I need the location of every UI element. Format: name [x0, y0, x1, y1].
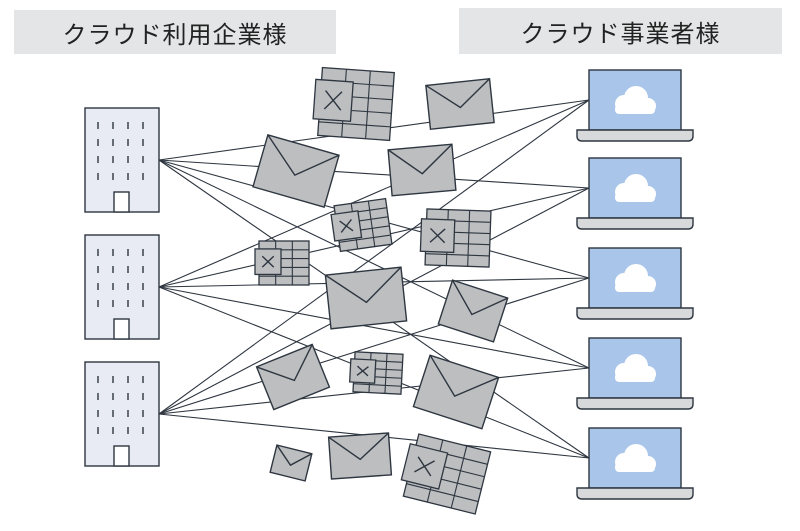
- envelope-icon: [327, 432, 393, 480]
- cloud-icon: [615, 264, 656, 292]
- envelope-icon: [324, 266, 408, 330]
- cloud-icon: [615, 354, 656, 382]
- cloud-icon: [615, 444, 656, 472]
- office-building-icon: [84, 234, 160, 340]
- floating-items-group: [252, 66, 509, 515]
- cloud-user-companies-label: クラウド利用企業様: [14, 10, 336, 54]
- laptops-group: [576, 69, 694, 500]
- laptop-cloud-icon: [576, 337, 694, 410]
- spreadsheet-error-icon: [330, 197, 393, 253]
- envelope-icon: [387, 143, 457, 197]
- spreadsheet-error-icon: [400, 433, 492, 515]
- spreadsheet-error-icon: [419, 208, 492, 268]
- buildings-group: [84, 107, 160, 467]
- envelope-icon: [425, 78, 495, 130]
- office-building-icon: [84, 361, 160, 467]
- envelope-icon: [412, 354, 500, 430]
- envelope-icon: [437, 279, 509, 343]
- spreadsheet-error-icon: [348, 351, 404, 395]
- laptop-cloud-icon: [576, 69, 694, 142]
- cloud-providers-label: クラウド事業者様: [459, 8, 782, 54]
- laptop-cloud-icon: [576, 247, 694, 320]
- laptop-cloud-icon: [576, 157, 694, 230]
- envelope-icon: [255, 343, 331, 411]
- laptop-cloud-icon: [576, 427, 694, 500]
- cloud-icon: [615, 86, 656, 114]
- cloud-icon: [615, 174, 656, 202]
- spreadsheet-error-icon: [312, 66, 395, 142]
- spreadsheet-error-icon: [254, 240, 310, 286]
- envelope-icon: [252, 133, 340, 209]
- envelope-icon: [269, 444, 313, 482]
- office-building-icon: [84, 107, 160, 213]
